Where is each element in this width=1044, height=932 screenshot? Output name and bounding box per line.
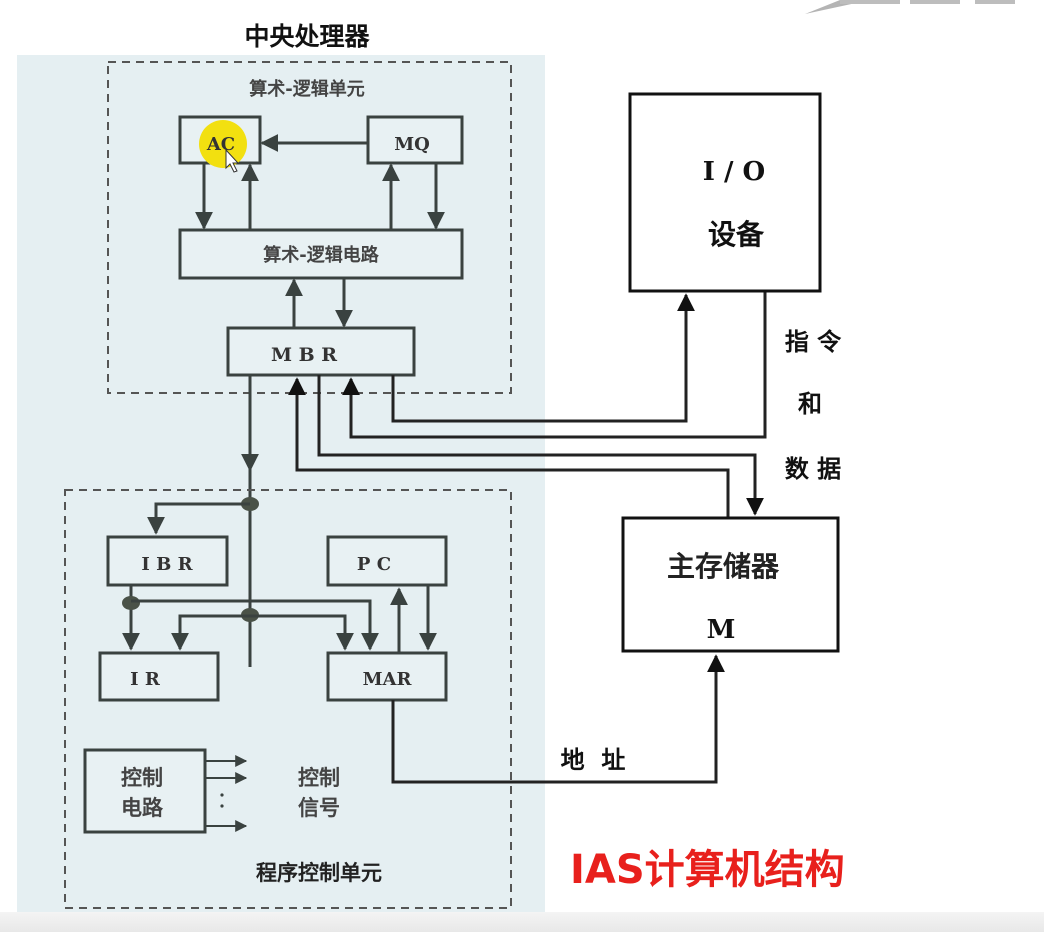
bottom-strip — [0, 912, 1044, 932]
control-unit-label: 程序控制单元 — [256, 861, 382, 885]
io-device-label-2: 设备 — [708, 218, 765, 251]
control-circuit-label-2: 电路 — [121, 796, 164, 820]
ir-label: I R — [130, 669, 161, 690]
mar-label: MAR — [363, 669, 413, 690]
ibr-junction — [122, 596, 140, 610]
alu-unit-label: 算术-逻辑单元 — [249, 78, 364, 100]
alu-circuit[interactable]: 算术-逻辑电路 — [178, 228, 464, 280]
bus-to-mar-arrow — [250, 614, 354, 651]
bus-to-ir-arrow — [171, 614, 250, 651]
alu-unit-region — [107, 61, 512, 394]
pc-label: P C — [357, 554, 391, 575]
instructions-data-label-1: 指 令 — [785, 328, 842, 356]
mbr-label: M B R — [271, 344, 337, 366]
control-signals-label-2: 信号 — [298, 796, 340, 820]
ac-register[interactable]: AC — [178, 115, 262, 173]
instructions-data-label-3: 数 据 — [785, 455, 841, 483]
address-label: 地 址 — [561, 746, 626, 774]
mar-to-memory-line — [391, 654, 725, 784]
main-memory-label-1: 主存储器 — [667, 550, 780, 583]
ibr-register[interactable]: I B R — [106, 535, 229, 587]
main-memory-label-2: M — [707, 615, 736, 645]
memory-to-mbr-line — [288, 377, 730, 518]
control-circuit-label-1: 控制 — [121, 766, 163, 790]
ibr-to-mar-arrow — [131, 599, 379, 651]
ellipsis-dot-2 — [220, 804, 224, 808]
alu-circuit-label: 算术-逻辑电路 — [263, 244, 379, 266]
cpu-title: 中央处理器 — [244, 22, 370, 51]
ac-label: AC — [206, 134, 235, 155]
io-device[interactable]: I / O 设备 — [628, 92, 822, 293]
mbr-to-io-line — [391, 293, 695, 423]
bus-to-ibr-arrow — [147, 502, 250, 535]
mar-register[interactable]: MAR — [326, 651, 448, 702]
mbr-to-memory-line — [317, 375, 764, 516]
ir-register[interactable]: I R — [98, 651, 220, 702]
cursor-highlight — [199, 120, 247, 168]
control-signals-label-1: 控制 — [298, 766, 340, 790]
control-circuit[interactable]: 控制 电路 — [83, 748, 207, 834]
mouse-cursor-icon — [225, 148, 240, 173]
logo-fragment — [805, 0, 1015, 14]
control-unit-region — [64, 489, 512, 909]
ellipsis-dot-1 — [220, 793, 224, 797]
ibr-label: I B R — [141, 554, 193, 575]
mq-label: MQ — [394, 134, 430, 155]
io-device-label-1: I / O — [703, 157, 765, 187]
instructions-data-label-2: 和 — [798, 390, 822, 418]
pc-register[interactable]: P C — [326, 535, 448, 587]
mbr-register[interactable]: M B R — [226, 326, 416, 377]
main-memory[interactable]: 主存储器 M — [621, 516, 840, 653]
io-to-mbr-line — [342, 291, 767, 439]
diagram-title: IAS计算机结构 — [570, 847, 845, 893]
mq-register[interactable]: MQ — [366, 115, 464, 165]
